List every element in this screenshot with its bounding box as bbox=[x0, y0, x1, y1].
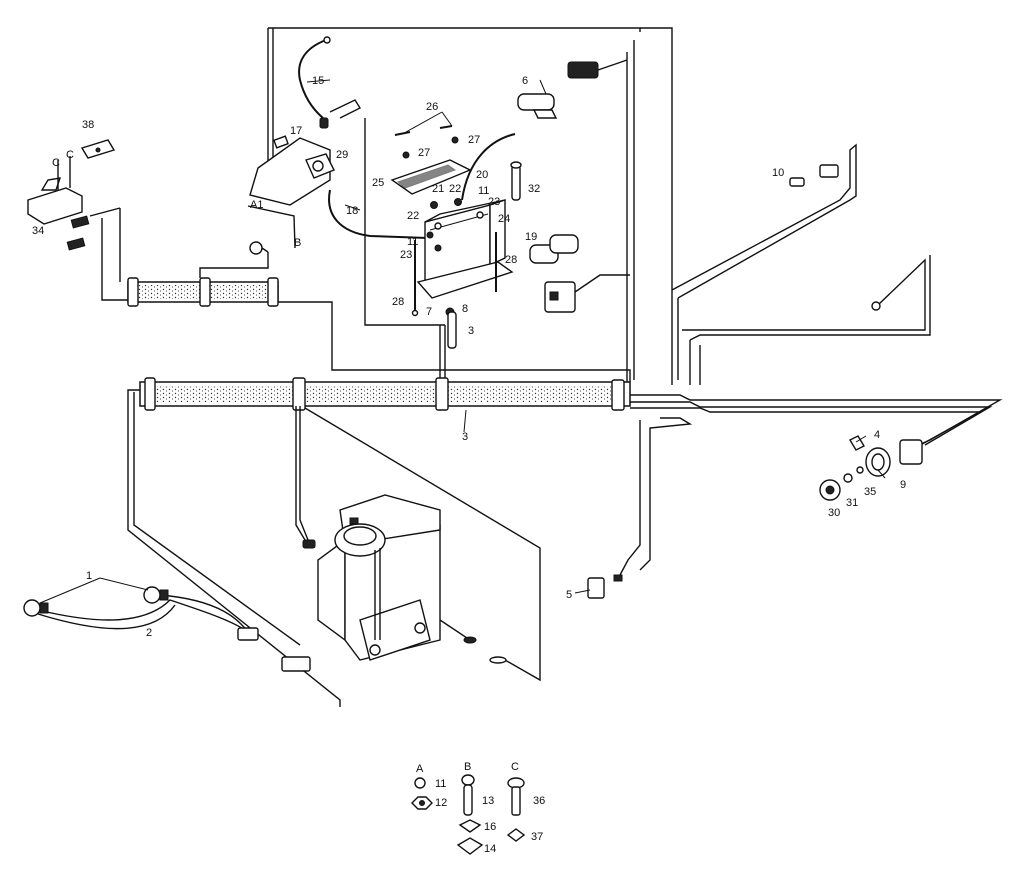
callout-18: 18 bbox=[346, 205, 358, 217]
key-col-b: B bbox=[464, 761, 471, 773]
callout-8: 8 bbox=[462, 303, 468, 315]
bracket-34 bbox=[27, 156, 83, 225]
callout-15: 15 bbox=[312, 75, 324, 87]
solenoid-bracket bbox=[249, 99, 362, 206]
callout-27-left: 27 bbox=[418, 147, 430, 159]
callout-22-right: 22 bbox=[449, 183, 461, 195]
callout-27-right: 27 bbox=[468, 134, 480, 146]
callout-3-lower: 3 bbox=[462, 431, 468, 443]
callout-c-left: C bbox=[52, 157, 60, 169]
cable-18 bbox=[328, 189, 429, 239]
connector-5 bbox=[587, 574, 623, 599]
key-12: 12 bbox=[435, 797, 447, 809]
key-36: 36 bbox=[533, 795, 545, 807]
leader-lines bbox=[306, 79, 886, 594]
callout-1: 1 bbox=[86, 570, 92, 582]
key-switch-9 bbox=[819, 435, 923, 501]
callout-19: 19 bbox=[525, 231, 537, 243]
callout-28-left: 28 bbox=[392, 296, 404, 308]
callout-2: 2 bbox=[146, 627, 152, 639]
callout-29: 29 bbox=[336, 149, 348, 161]
callout-35: 35 bbox=[864, 486, 876, 498]
callout-5: 5 bbox=[566, 589, 572, 601]
clip-17 bbox=[273, 135, 289, 149]
ring-terminal-left bbox=[249, 241, 269, 255]
callout-c-right: C bbox=[66, 149, 74, 161]
callout-20: 20 bbox=[476, 169, 488, 181]
callout-a1: A1 bbox=[250, 199, 263, 211]
hardware-key bbox=[411, 774, 526, 855]
callout-b: B bbox=[294, 237, 301, 249]
callout-4: 4 bbox=[874, 429, 880, 441]
callout-17: 17 bbox=[290, 125, 302, 137]
key-col-a: A bbox=[416, 763, 424, 775]
battery-24 bbox=[424, 199, 506, 283]
callout-11-upper: 11 bbox=[478, 185, 489, 197]
key-13: 13 bbox=[482, 795, 494, 807]
connector-10 bbox=[789, 164, 839, 187]
ground-terminal bbox=[871, 301, 881, 311]
callout-25: 25 bbox=[372, 177, 384, 189]
upper-wire-frame bbox=[247, 27, 673, 385]
hardware-key-labels: A B C 11 12 13 16 14 36 37 bbox=[416, 761, 545, 855]
callout-6: 6 bbox=[522, 75, 528, 87]
battery-hardware bbox=[394, 125, 462, 349]
callout-3-upper: 3 bbox=[468, 325, 474, 337]
key-16: 16 bbox=[484, 821, 496, 833]
part-32 bbox=[510, 161, 522, 201]
connector-6 bbox=[517, 59, 628, 119]
callout-32: 32 bbox=[528, 183, 540, 195]
callout-31: 31 bbox=[846, 497, 858, 509]
callout-30: 30 bbox=[828, 507, 840, 519]
right-long-wires bbox=[619, 394, 1003, 576]
lamp-harness-2 bbox=[23, 577, 311, 672]
terminals-left bbox=[66, 215, 90, 251]
callout-34: 34 bbox=[32, 225, 44, 237]
callout-23-left: 23 bbox=[400, 249, 412, 261]
callout-38: 38 bbox=[82, 119, 94, 131]
key-11: 11 bbox=[435, 778, 446, 790]
cable-15 bbox=[298, 36, 331, 129]
key-14: 14 bbox=[484, 843, 496, 855]
callout-28-right: 28 bbox=[505, 254, 517, 266]
callout-23-right: 23 bbox=[488, 196, 500, 208]
cable-20 bbox=[461, 133, 516, 201]
callout-labels: 1 2 3 3 4 5 6 7 8 9 10 11 11 15 17 18 19… bbox=[32, 75, 906, 639]
right-harness-branch bbox=[671, 143, 931, 385]
clip-38 bbox=[80, 139, 116, 159]
callout-24: 24 bbox=[498, 213, 510, 225]
callout-21: 21 bbox=[432, 183, 444, 195]
callout-11-lower: 11 bbox=[407, 236, 418, 248]
key-37: 37 bbox=[531, 831, 543, 843]
battery-tray bbox=[416, 261, 514, 299]
callout-26: 26 bbox=[426, 101, 438, 113]
hold-down-25 bbox=[390, 159, 472, 195]
callout-22-left: 22 bbox=[407, 210, 419, 222]
callout-7: 7 bbox=[426, 306, 432, 318]
key-col-c: C bbox=[511, 761, 519, 773]
main-harness bbox=[127, 325, 631, 707]
engine bbox=[302, 494, 507, 664]
callout-10: 10 bbox=[772, 167, 784, 179]
rods-28 bbox=[411, 232, 497, 317]
callout-9: 9 bbox=[900, 479, 906, 491]
switch-19 bbox=[529, 234, 630, 313]
left-harness bbox=[89, 207, 631, 382]
